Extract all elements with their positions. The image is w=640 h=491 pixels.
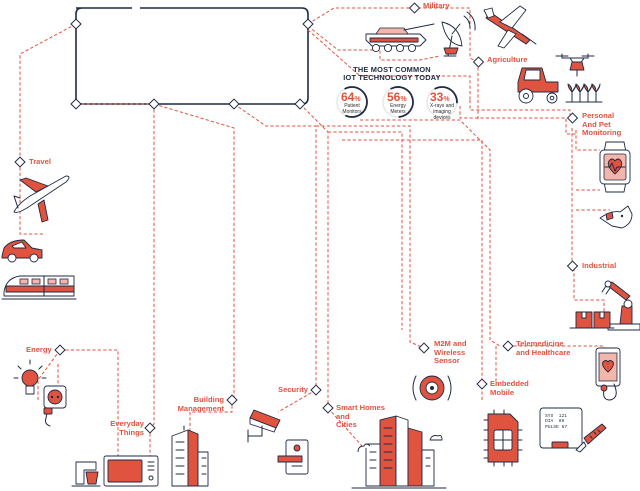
category-nodes — [14, 2, 579, 434]
fighter-jet-icon — [483, 5, 537, 49]
microwave-icon — [103, 455, 159, 487]
plant-icon — [565, 83, 603, 103]
thermometer-icon — [575, 423, 607, 453]
label-military: Military — [423, 1, 450, 10]
mixer-icon — [71, 461, 101, 487]
security-camera-icon — [247, 409, 281, 443]
tractor-icon — [517, 67, 559, 104]
tank-icon — [365, 23, 435, 53]
monitor-readout: SYS 121 DIA 89 PULSE 67 — [545, 414, 568, 430]
radar-dish-icon — [441, 11, 476, 57]
airplane-icon — [13, 175, 70, 223]
label-travel: Travel — [29, 157, 51, 166]
blood-pressure-monitor-icon — [539, 407, 583, 449]
stat-value-patient-monitors: 64% — [341, 90, 361, 104]
light-bulb-icon — [13, 359, 47, 395]
robot-arm-icon — [601, 280, 640, 331]
dog-icon — [599, 205, 633, 229]
smartphone-stethoscope-icon — [595, 347, 621, 401]
title-line-1: THE MOST COMMON — [353, 65, 431, 74]
door-lock-icon — [277, 439, 309, 475]
building-icon — [171, 425, 209, 487]
sensor-icon — [412, 375, 452, 401]
donut-arc — [390, 86, 414, 118]
train-icon — [1, 275, 77, 300]
title-line-2: IOT TECHNOLOGY TODAY — [343, 73, 441, 83]
sim-chip-icon — [483, 409, 523, 467]
car-icon — [1, 239, 43, 263]
label-security: Security — [278, 385, 308, 394]
box-icon — [569, 311, 615, 329]
central-frame — [75, 7, 309, 105]
label-energy: Energy — [26, 345, 52, 354]
smartwatch-icon — [599, 141, 631, 193]
donut-arc — [434, 86, 458, 104]
donut-arc — [344, 86, 368, 118]
label-industrial: Industrial — [582, 261, 617, 270]
label-agriculture: Agriculture — [487, 55, 528, 64]
power-socket-icon — [43, 385, 67, 427]
stat-value-xray-devices: 33% — [430, 90, 450, 104]
city-icon — [351, 415, 447, 489]
chart-title: THE MOST COMMON IOT TECHNOLOGY TODAY — [322, 65, 462, 83]
frame-nodes — [70, 18, 314, 110]
stats-group — [336, 86, 458, 118]
stat-value-energy-meters: 56% — [387, 90, 407, 104]
drone-icon — [555, 53, 595, 77]
